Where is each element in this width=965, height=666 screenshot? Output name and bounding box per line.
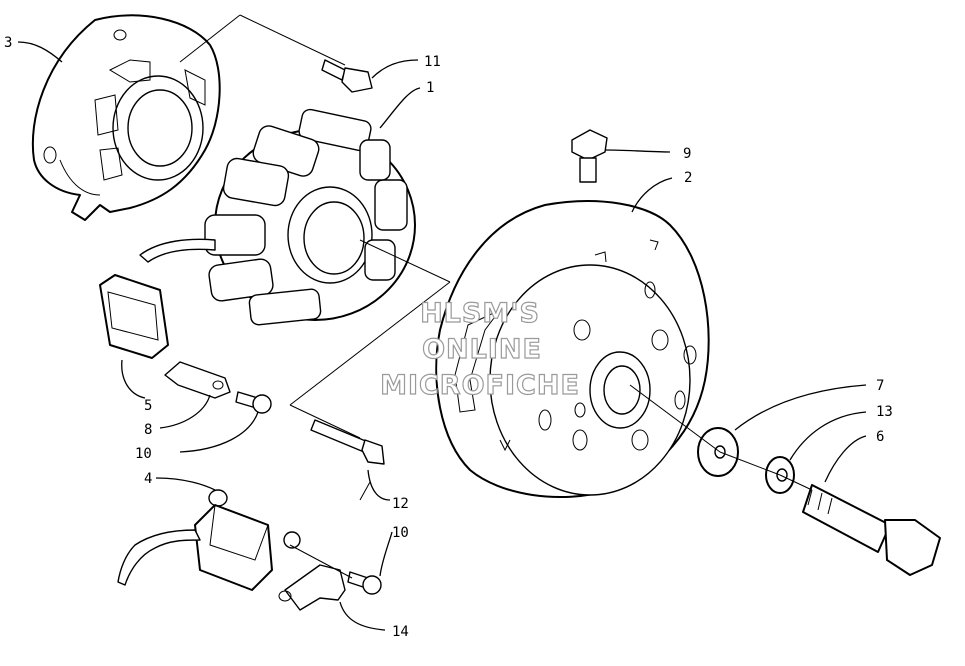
part-8-clip xyxy=(164,361,231,399)
callout-8: 8 xyxy=(144,422,152,438)
callout-10-lower: 10 xyxy=(392,525,409,541)
part-4-pulser-coil xyxy=(117,489,273,591)
watermark: HLSM'S ONLINE MICROFICHE xyxy=(379,297,580,401)
watermark-line-1: HLSM'S xyxy=(420,298,540,329)
callout-14: 14 xyxy=(392,624,409,640)
part-2-flywheel xyxy=(435,200,710,499)
callout-10-upper: 10 xyxy=(135,446,152,462)
part-7-washer xyxy=(697,427,739,477)
callout-3: 3 xyxy=(4,35,12,51)
leader-lines xyxy=(17,14,867,631)
callout-7: 7 xyxy=(876,378,884,394)
part-3-stator-housing xyxy=(31,14,221,221)
watermark-line-3: MICROFICHE xyxy=(380,370,580,401)
callout-4: 4 xyxy=(144,471,152,487)
callout-9: 9 xyxy=(683,146,691,162)
callout-labels: 3 11 1 9 2 5 8 10 7 13 6 4 12 10 14 xyxy=(4,35,893,640)
watermark-line-2: ONLINE xyxy=(422,334,542,365)
callout-11: 11 xyxy=(424,54,441,70)
callout-6: 6 xyxy=(876,429,884,445)
part-5-pad xyxy=(99,274,169,359)
part-6-flywheel-bolt xyxy=(802,484,941,576)
callout-2: 2 xyxy=(684,170,692,186)
part-10-screw-upper xyxy=(235,391,272,414)
part-9-bolt xyxy=(571,129,608,183)
part-10-screw-lower xyxy=(347,571,382,595)
part-12-long-screw xyxy=(310,419,385,465)
part-14-bracket xyxy=(278,531,346,611)
callout-5: 5 xyxy=(144,398,152,414)
part-11-bolt xyxy=(321,59,373,93)
callout-1: 1 xyxy=(426,80,434,96)
callout-13: 13 xyxy=(876,404,893,420)
callout-12: 12 xyxy=(392,496,409,512)
part-1-stator-coils xyxy=(139,108,416,326)
